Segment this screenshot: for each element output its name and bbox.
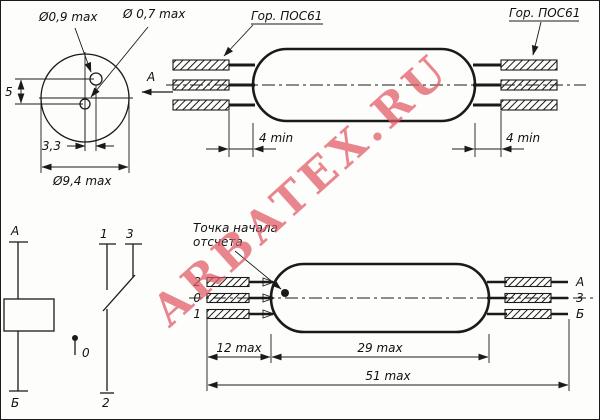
end-view: Ø0,9 max Ø 0,7 max 5 3,3 Ø9,4 max [5, 7, 186, 188]
pin-label-a: А [575, 275, 584, 289]
schematic-symbol: А Б 1 3 2 0 [3, 224, 142, 410]
dimension-4min-right: 4 min [452, 111, 540, 157]
note-line-1: Точка начала [193, 221, 278, 235]
pin-label-2: 2 [193, 275, 201, 289]
dimension-4min-left: 4 min [206, 111, 293, 157]
glass-envelope-2 [269, 262, 491, 334]
leader-pin-large [74, 27, 92, 73]
section-label: А [146, 70, 155, 84]
leader-pin-small [90, 26, 149, 98]
solder-callout-right: Гор. ПОС61 [509, 6, 580, 56]
side-view-top: Гор. ПОС61 Гор. ПОС61 4 min 4 min [166, 6, 586, 157]
dim-12max-text: 12 max [216, 341, 262, 355]
dim-4min-right-text: 4 min [506, 131, 540, 145]
dimension-51max: 51 max [207, 319, 570, 391]
dimension-offset-33: 3,3 [42, 85, 114, 153]
dim-51max-text: 51 max [365, 369, 411, 383]
pin-diameter-label-2: Ø 0,7 max [122, 7, 186, 21]
pins-right: А 3 Б [487, 275, 584, 321]
pin-diameter-label-1: Ø0,9 max [38, 10, 98, 24]
leads-right [473, 59, 558, 111]
solder-label-right: Гор. ПОС61 [509, 6, 580, 20]
reference-point-note: Точка начала отсчета [193, 221, 282, 290]
leads-left [172, 59, 255, 111]
pin-label-3: 3 [576, 291, 584, 305]
heater-element-box [3, 298, 55, 332]
adjust-point-dot [72, 335, 78, 341]
pins-left: 2 0 1 [193, 275, 276, 321]
section-arrow-a: А [141, 70, 173, 96]
reference-point-dot [281, 289, 289, 297]
contact-1-label: 1 [100, 227, 108, 241]
note-line-2: отсчета [193, 235, 243, 249]
contact-2-label: 2 [102, 396, 110, 410]
terminal-b-label: Б [11, 396, 19, 410]
pin-label-0: 0 [193, 291, 201, 305]
side-view-bottom: 2 0 1 А 3 Б [189, 221, 593, 391]
solder-label-left: Гор. ПОС61 [251, 9, 322, 23]
dimension-height-5: 5 [5, 78, 94, 105]
pin-label-1: 1 [193, 307, 201, 321]
dim-height-text: 5 [5, 85, 13, 99]
pin-label-b: Б [576, 307, 584, 321]
glass-envelope [251, 47, 477, 123]
dim-29max-text: 29 max [357, 341, 403, 355]
dim-diameter-text: Ø9,4 max [52, 174, 112, 188]
terminal-a-label: А [10, 224, 19, 238]
dim-4min-left-text: 4 min [259, 131, 293, 145]
adjust-point-label: 0 [82, 346, 90, 360]
dim-offset-text: 3,3 [42, 139, 61, 153]
dimension-diameter-94: Ø9,4 max [40, 98, 130, 188]
dimension-12max: 12 max [206, 319, 272, 391]
contact-blade [102, 274, 136, 312]
contact-3-label: 3 [126, 227, 134, 241]
dimension-29max: 29 max [271, 334, 490, 363]
solder-callout-left: Гор. ПОС61 [223, 9, 323, 57]
